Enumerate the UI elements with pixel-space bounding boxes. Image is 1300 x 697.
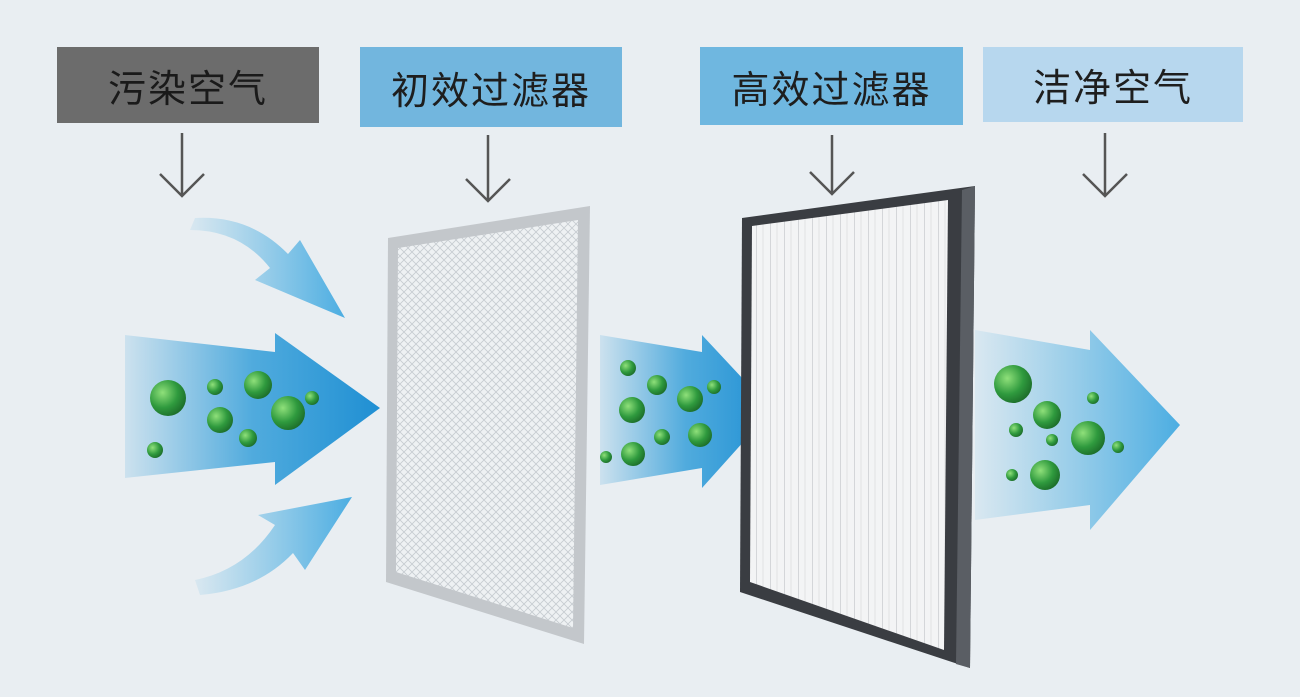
curved-arrow-top (190, 217, 345, 318)
down-arrow-icons (159, 133, 1128, 203)
stage-label-polluted-air: 污染空气 (57, 47, 319, 123)
stage-label-primary-filter: 初效过滤器 (360, 47, 622, 127)
polluted-air-arrow (125, 333, 380, 485)
primary-filter (386, 206, 590, 644)
hepa-filter (740, 186, 975, 668)
stage-label-clean-air: 洁净空气 (983, 47, 1243, 122)
curved-arrow-bottom (195, 497, 352, 595)
stage-label-hepa-filter: 高效过滤器 (700, 47, 963, 125)
pollutant-particles (147, 360, 1124, 490)
